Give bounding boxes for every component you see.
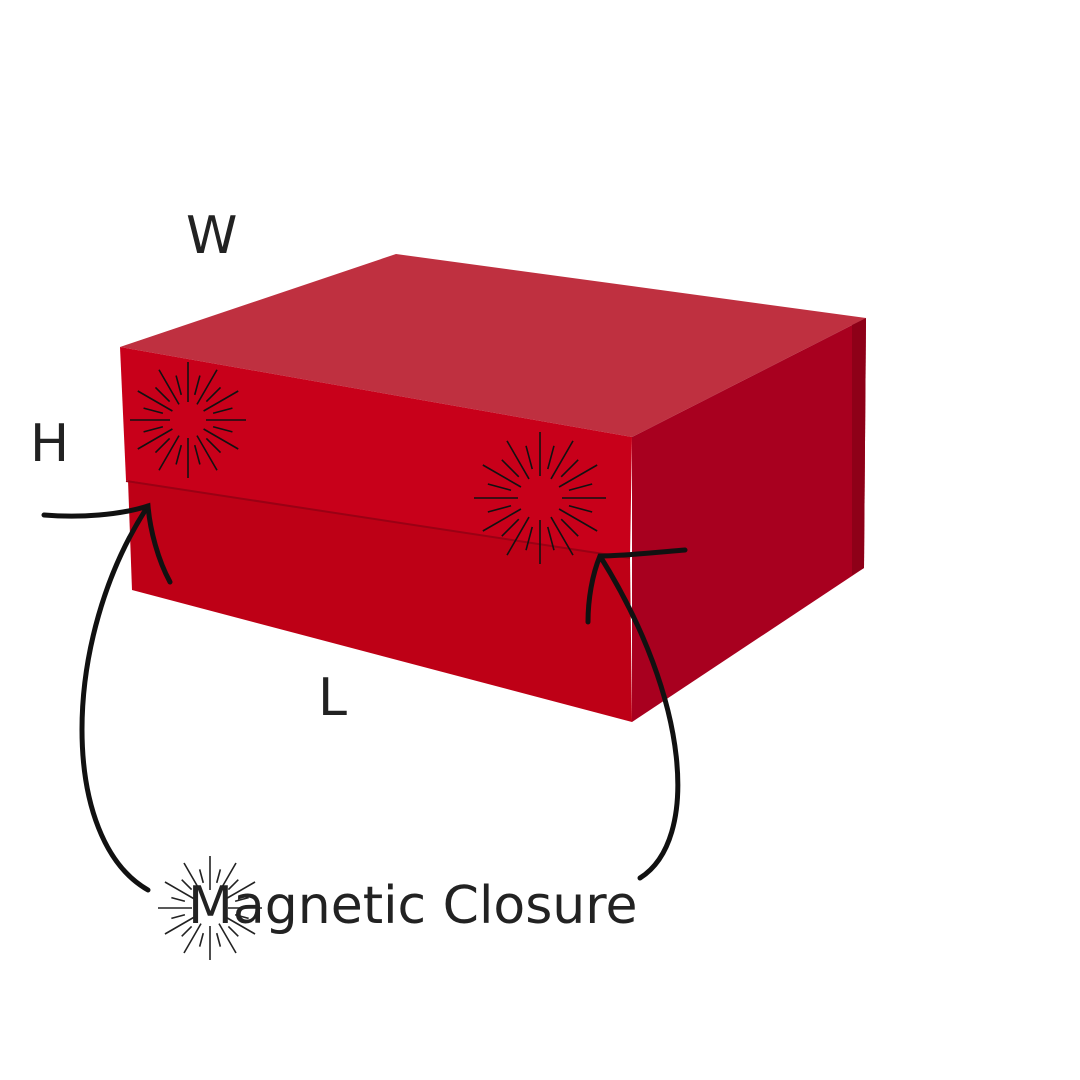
arrow-icon-right	[597, 553, 681, 881]
box-side-spine	[852, 318, 866, 575]
starburst-ray	[193, 375, 201, 396]
starburst-ray	[525, 445, 534, 470]
starburst-ray	[143, 407, 164, 415]
starburst-ray	[218, 923, 237, 954]
starburst-ray	[205, 386, 222, 403]
starburst-ray	[487, 483, 512, 492]
arrows	[41, 502, 688, 893]
starburst-ray	[203, 390, 239, 412]
starburst-ray	[143, 425, 164, 433]
starburst-ray	[560, 518, 579, 537]
starburst-ray	[198, 932, 205, 947]
starburst-ray	[227, 925, 239, 937]
starburst-ray	[181, 925, 193, 937]
starburst-icon	[474, 432, 606, 564]
starburst-ray	[154, 386, 171, 403]
starburst-ray	[234, 896, 249, 903]
lid-edge	[125, 480, 631, 559]
starburst-ray	[546, 445, 555, 470]
height-label: H	[30, 414, 70, 474]
arrow-icon-left	[79, 503, 151, 893]
starburst-ray	[196, 435, 218, 471]
starburst-ray	[154, 437, 171, 454]
arrowhead-right-icon	[585, 547, 688, 625]
starburst-ray	[171, 896, 186, 903]
starburst-ray	[482, 508, 522, 532]
starburst-ray	[183, 862, 202, 893]
starburst-ray	[158, 369, 180, 405]
starburst-ray	[158, 435, 180, 471]
starburst-icon	[130, 362, 246, 478]
starburst-ray	[550, 440, 574, 480]
starburst-ray	[175, 375, 183, 396]
starburst-ray	[560, 459, 579, 478]
starburst-ray	[558, 464, 598, 488]
box-side-face	[632, 318, 866, 722]
starburst-ray	[487, 504, 512, 513]
starburst-ray	[203, 428, 239, 450]
box-top-face	[120, 254, 866, 437]
starburst-ray	[234, 913, 249, 920]
starburst-icon	[158, 856, 262, 960]
starburst-ray	[205, 437, 222, 454]
starburst-ray	[193, 444, 201, 465]
starburst-icons	[130, 362, 606, 960]
starburst-ray	[212, 407, 233, 415]
starburst-ray	[175, 444, 183, 465]
arrowhead-left-icon	[41, 502, 173, 585]
starburst-ray	[546, 526, 555, 551]
starburst-ray	[218, 862, 237, 893]
starburst-ray	[550, 516, 574, 556]
starburst-ray	[164, 916, 195, 935]
starburst-ray	[215, 932, 222, 947]
starburst-ray	[501, 518, 520, 537]
starburst-ray	[506, 516, 530, 556]
starburst-ray	[137, 428, 173, 450]
starburst-ray	[525, 526, 534, 551]
starburst-ray	[137, 390, 173, 412]
starburst-ray	[568, 483, 593, 492]
starburst-ray	[215, 869, 222, 884]
starburst-ray	[225, 916, 256, 935]
starburst-ray	[164, 881, 195, 900]
box-base-front	[128, 480, 632, 722]
starburst-ray	[506, 440, 530, 480]
magnetic-closure-caption: Magnetic Closure	[188, 876, 638, 936]
starburst-ray	[227, 879, 239, 891]
starburst-ray	[501, 459, 520, 478]
length-label: L	[318, 668, 347, 728]
starburst-ray	[181, 879, 193, 891]
starburst-ray	[225, 881, 256, 900]
starburst-ray	[212, 425, 233, 433]
box-lid-front	[120, 347, 632, 558]
starburst-ray	[198, 869, 205, 884]
starburst-ray	[558, 508, 598, 532]
width-label: W	[186, 206, 238, 266]
starburst-ray	[482, 464, 522, 488]
starburst-ray	[171, 913, 186, 920]
starburst-ray	[568, 504, 593, 513]
starburst-ray	[196, 369, 218, 405]
starburst-ray	[183, 923, 202, 954]
